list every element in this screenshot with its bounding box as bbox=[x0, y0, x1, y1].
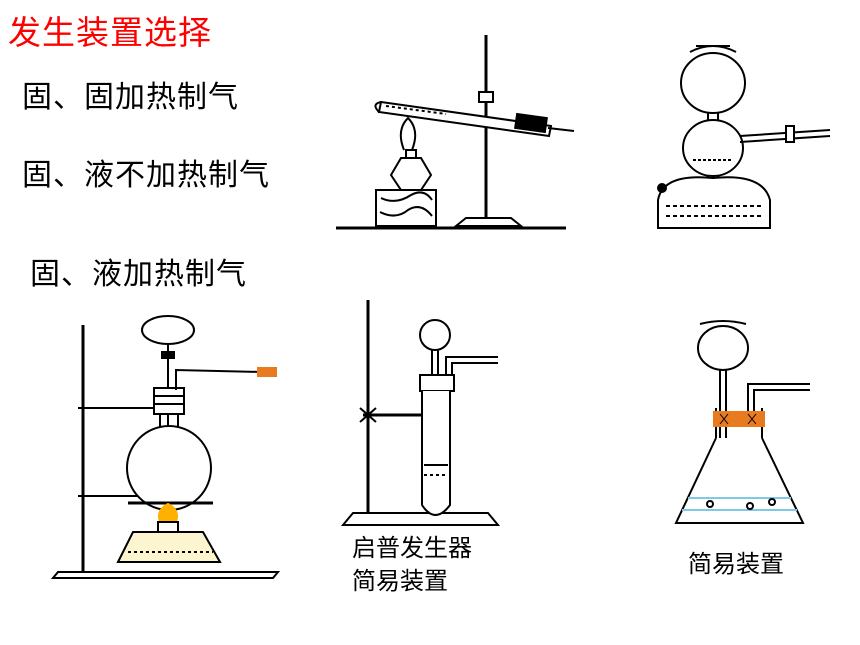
slide-title: 发生装置选择 bbox=[8, 13, 212, 52]
method-solid-liquid-no-heat: 固、液不加热制气 bbox=[22, 158, 270, 193]
caption-kipp-line1: 启普发生器 bbox=[352, 534, 472, 562]
flask-heating-apparatus bbox=[50, 315, 281, 579]
kipp-simple-apparatus bbox=[340, 300, 501, 526]
kipp-generator-apparatus bbox=[657, 45, 831, 229]
caption-kipp-line2: 简易装置 bbox=[352, 567, 448, 595]
solid-heating-apparatus bbox=[336, 35, 575, 230]
conical-flask-apparatus bbox=[674, 320, 810, 524]
caption-simple: 简易装置 bbox=[688, 550, 784, 578]
method-solid-liquid-heat: 固、液加热制气 bbox=[30, 257, 247, 292]
method-solid-solid-heat: 固、固加热制气 bbox=[22, 80, 239, 115]
